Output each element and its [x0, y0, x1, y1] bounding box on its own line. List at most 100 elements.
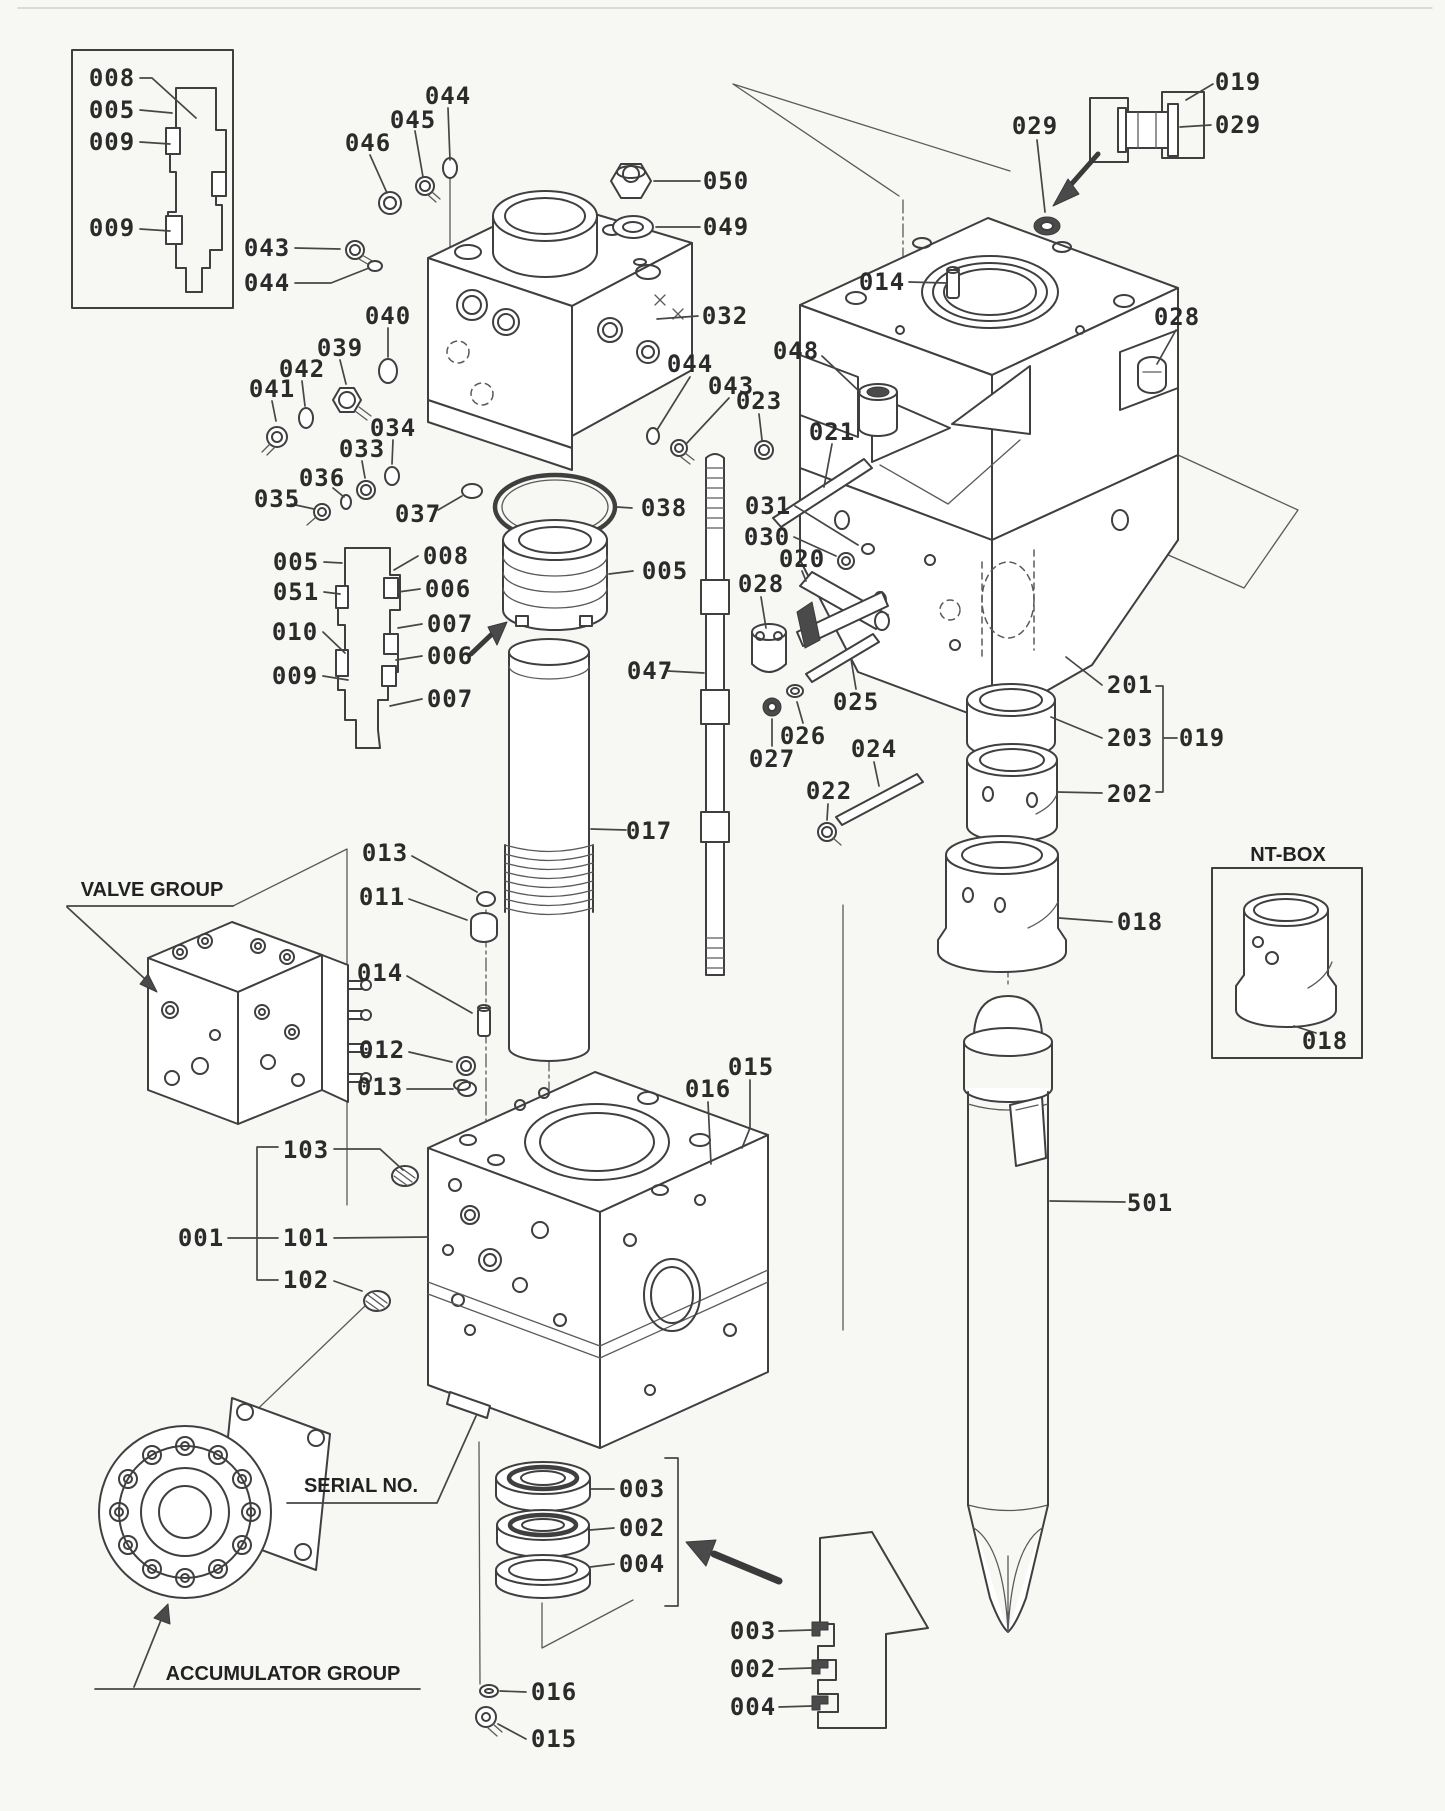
bottom-seal-stack	[475, 1461, 591, 1737]
part-label-020: 020	[779, 545, 825, 573]
part-label-007: 007	[427, 685, 473, 713]
oring-036	[340, 494, 352, 510]
seal-004	[495, 1554, 591, 1599]
oring-016	[479, 1684, 499, 1698]
control-rod-047	[700, 453, 730, 976]
part-label-008: 008	[89, 64, 135, 92]
part-label-014: 014	[859, 268, 905, 296]
part-label-015: 015	[728, 1053, 774, 1081]
part-label-046: 046	[345, 129, 391, 157]
part-label-034: 034	[370, 414, 416, 442]
valve-group-title: VALVE GROUP	[81, 879, 224, 901]
part-label-023: 023	[736, 387, 782, 415]
part-label-022: 022	[806, 777, 852, 805]
bracket-019	[1155, 685, 1178, 793]
part-label-012: 012	[359, 1036, 405, 1064]
part-label-029: 029	[1215, 111, 1261, 139]
part-label-024: 024	[851, 735, 897, 763]
part-label-014: 014	[357, 959, 403, 987]
spring-plug-102	[363, 1290, 391, 1312]
arrowhead-accumulator	[153, 1603, 171, 1625]
part-label-005: 005	[89, 96, 135, 124]
part-label-043: 043	[708, 372, 754, 400]
part-label-201: 201	[1107, 671, 1153, 699]
part-labels: 0080050090090440450460430440500490320400…	[89, 64, 1348, 1753]
seal-groove	[335, 649, 349, 677]
part-label-009: 009	[272, 662, 318, 690]
ring-bush-stack	[937, 683, 1067, 973]
valve-body-step	[427, 399, 573, 471]
fitting-033	[356, 480, 376, 500]
part-label-026: 026	[780, 722, 826, 750]
part-label-501: 501	[1127, 1189, 1173, 1217]
seal-groove	[335, 585, 349, 609]
valve-side-plate	[321, 954, 349, 1103]
pin-021	[772, 458, 873, 528]
part-label-019: 019	[1215, 68, 1261, 96]
pin-024	[835, 773, 924, 826]
part-label-004: 004	[619, 1550, 665, 1578]
part-label-008: 008	[423, 542, 469, 570]
valve-body-right-face	[571, 242, 693, 437]
nt-box-inset	[1211, 867, 1363, 1059]
part-label-048: 048	[773, 337, 819, 365]
nt-box-bushing-018	[1235, 893, 1337, 1028]
screw-035	[313, 503, 331, 521]
side-bolts	[347, 979, 372, 1084]
pin-014	[477, 1007, 491, 1037]
part-label-004: 004	[730, 1693, 776, 1721]
plug-015	[475, 1706, 503, 1737]
oring-040	[378, 358, 398, 384]
inset-frame	[71, 49, 234, 309]
inset-mount-section	[1089, 91, 1205, 163]
bracket-001	[227, 1146, 279, 1281]
pin-014	[946, 266, 960, 299]
part-label-018: 018	[1117, 908, 1163, 936]
part-label-043: 043	[244, 234, 290, 262]
inset-seal-seat-section	[811, 1531, 929, 1729]
part-label-016: 016	[531, 1678, 577, 1706]
part-label-047: 047	[627, 657, 673, 685]
part-label-006: 006	[427, 642, 473, 670]
piston-017	[504, 638, 594, 1062]
nt-box-title: NT-BOX	[1250, 844, 1326, 866]
part-label-018: 018	[1302, 1027, 1348, 1055]
valve-holder	[796, 591, 889, 647]
part-label-001: 001	[178, 1224, 224, 1252]
seal-groove	[211, 171, 227, 197]
screw-043	[670, 439, 688, 457]
thrust-ring-203	[966, 683, 1056, 759]
seal-groove	[165, 127, 181, 155]
part-label-033: 033	[339, 435, 385, 463]
direction-arrows	[139, 151, 1101, 1625]
bracket-seal-set	[664, 1457, 679, 1607]
arrow-to-seal-005	[468, 631, 495, 657]
seal-003	[495, 1461, 591, 1512]
inset-top-left-spool-section	[71, 49, 234, 309]
front-bush-018	[937, 835, 1067, 973]
part-label-040: 040	[365, 302, 411, 330]
fitting-039	[332, 387, 362, 413]
part-label-005: 005	[273, 548, 319, 576]
part-label-045: 045	[390, 106, 436, 134]
seal-profile-004	[811, 1695, 829, 1711]
v-groove	[951, 365, 1031, 435]
washer-049	[612, 215, 654, 239]
phantom-corner	[1119, 454, 1299, 589]
part-label-025: 025	[833, 688, 879, 716]
part-label-035: 035	[254, 485, 300, 513]
back-head-lower-left	[799, 467, 993, 723]
seal-groove	[381, 665, 397, 687]
part-label-027: 027	[749, 745, 795, 773]
part-label-036: 036	[299, 464, 345, 492]
part-label-021: 021	[809, 418, 855, 446]
seal-cup-005	[502, 519, 608, 631]
cylinder-right-face	[599, 1134, 769, 1449]
part-label-038: 038	[641, 494, 687, 522]
seal-002	[496, 1509, 590, 1558]
screw-030	[837, 552, 855, 570]
part-label-103: 103	[283, 1136, 329, 1164]
part-label-006: 006	[425, 575, 471, 603]
valve-group-assembly	[147, 921, 372, 1125]
